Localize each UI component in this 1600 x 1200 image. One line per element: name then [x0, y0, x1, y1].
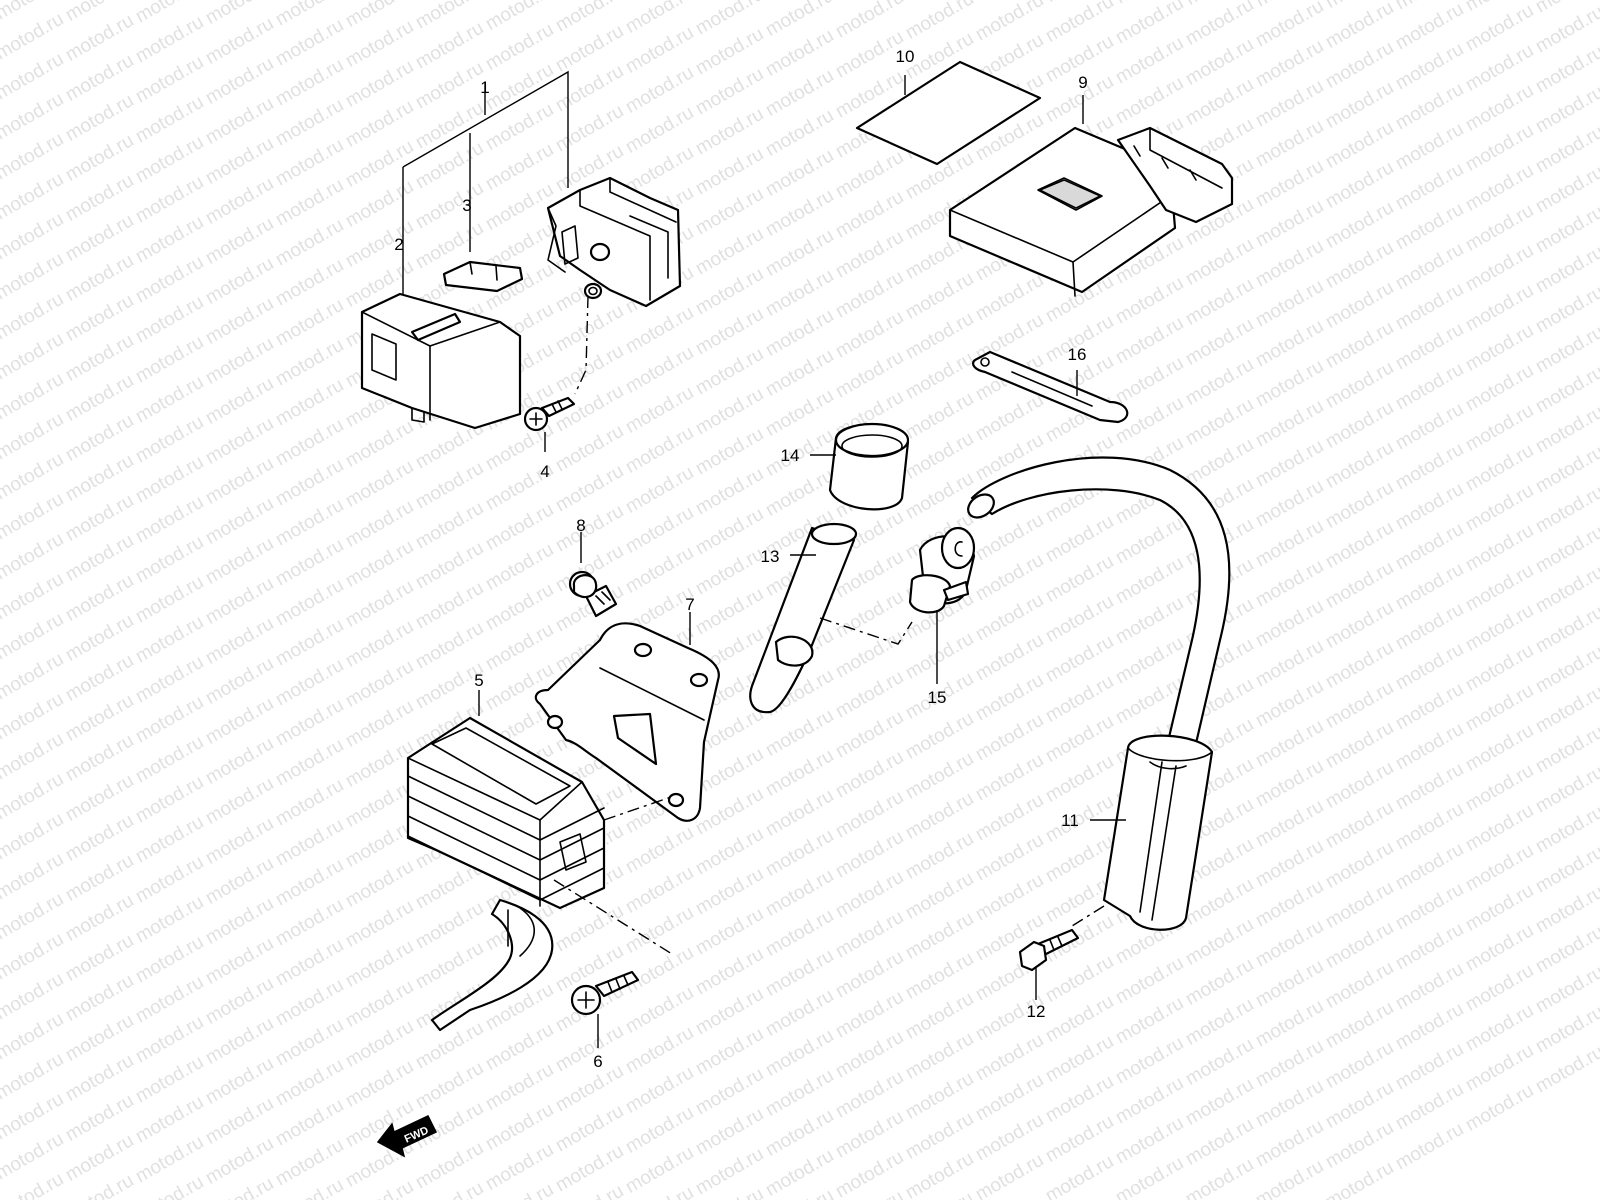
part-9-ecu — [948, 95, 1234, 297]
part-7-bracket — [534, 612, 720, 822]
callout-4: 4 — [540, 462, 549, 481]
part-1-fuse-box-assembly — [360, 70, 682, 452]
part-6-bolt — [553, 879, 673, 1048]
callout-2: 2 — [394, 235, 403, 254]
callout-7: 7 — [685, 595, 694, 614]
callout-6: 6 — [593, 1052, 602, 1071]
part-14-cap — [810, 422, 910, 511]
fwd-arrow-icon: FWD — [376, 1115, 438, 1158]
fuse-box — [546, 176, 682, 308]
callout-16: 16 — [1068, 345, 1087, 364]
part-12-bolt — [1018, 905, 1105, 1000]
part-13-plug-cap — [749, 522, 858, 714]
callout-labels: 1 2 3 4 5 6 7 8 9 10 11 12 13 14 15 16 — [394, 47, 1087, 1071]
callout-10: 10 — [896, 47, 915, 66]
callout-11: 11 — [1061, 811, 1079, 830]
callout-14: 14 — [781, 446, 800, 465]
screw-4 — [523, 295, 589, 452]
callout-9: 9 — [1078, 73, 1087, 92]
callout-12: 12 — [1027, 1002, 1046, 1021]
callout-13: 13 — [761, 547, 780, 566]
part-10-pad — [855, 60, 1042, 166]
part-15-connector — [819, 526, 976, 684]
part-11-ignition-coil — [967, 456, 1231, 931]
part-16-strap — [971, 350, 1129, 424]
part-5-regulator-rectifier — [406, 690, 675, 1032]
fuse — [442, 260, 524, 293]
callout-15: 15 — [928, 688, 947, 707]
callout-3: 3 — [462, 196, 471, 215]
callout-5: 5 — [474, 671, 483, 690]
callout-8: 8 — [576, 516, 585, 535]
callout-1: 1 — [480, 78, 489, 97]
part-8-bolt — [568, 532, 618, 618]
fuse-box-cover — [360, 292, 522, 430]
